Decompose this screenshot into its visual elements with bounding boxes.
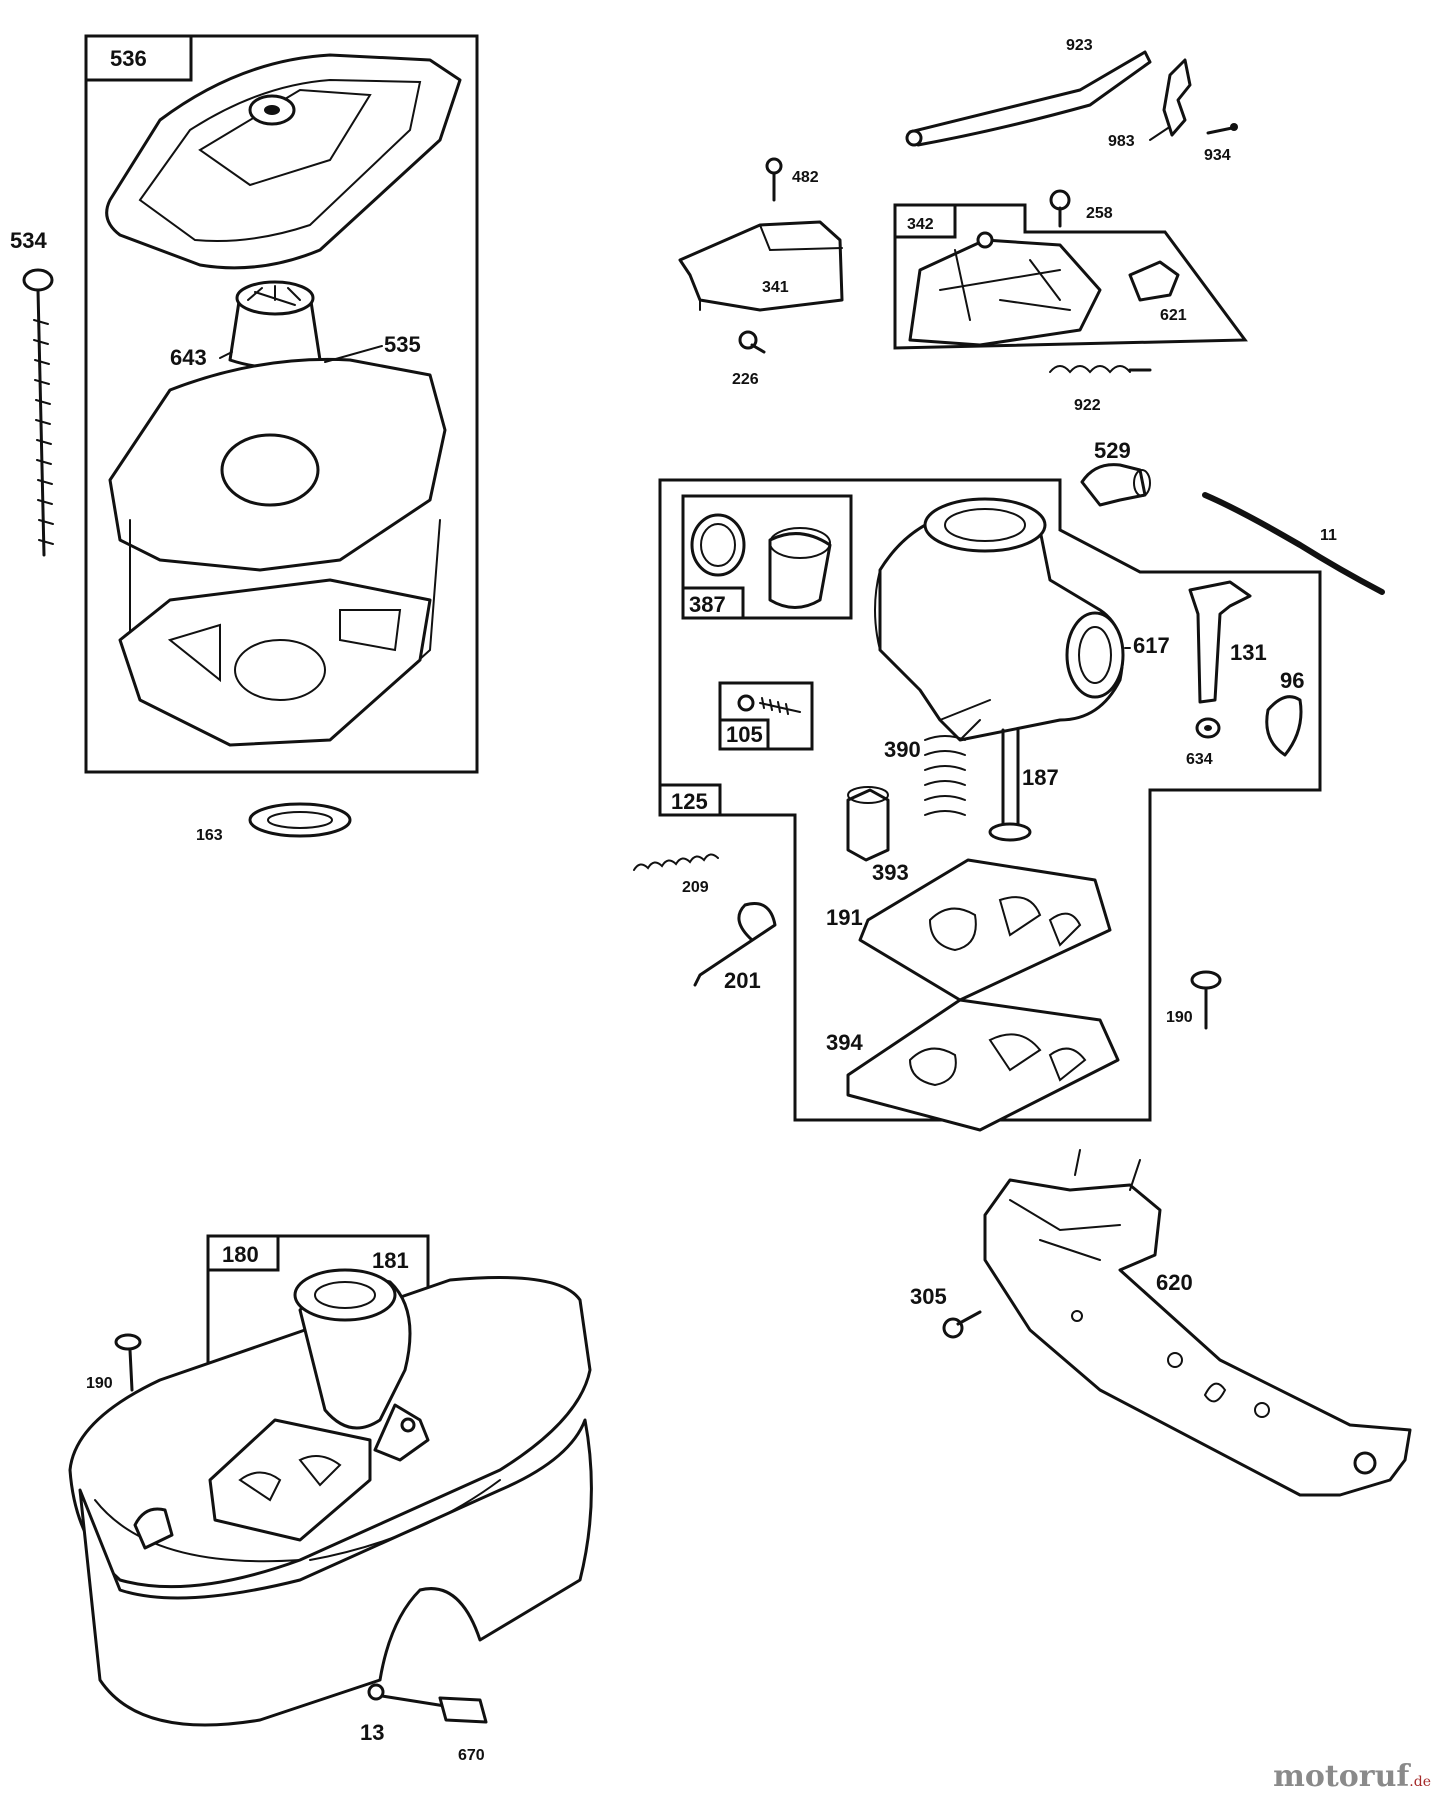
screw-305: 305 [910, 1284, 982, 1339]
kit-box-387 [681, 494, 853, 620]
screw-190-tank: 190 [86, 1333, 142, 1392]
label-105: 105 [726, 722, 763, 747]
filter-element [228, 280, 322, 369]
rod-11: 11 [1202, 492, 1385, 595]
label-390: 390 [884, 737, 921, 762]
kit-label-box-125 [658, 783, 722, 817]
screw-534: 534 [10, 228, 54, 557]
air-cleaner-base [108, 357, 447, 747]
label-617: 617 [1133, 633, 1170, 658]
label-163: 163 [196, 827, 223, 844]
spring-209: 209 [633, 853, 719, 896]
label-393: 393 [872, 860, 909, 885]
label-181: 181 [372, 1248, 409, 1273]
label-634: 634 [1186, 751, 1213, 768]
label-536: 536 [110, 46, 147, 71]
control-bracket-620: 620 [983, 1149, 1412, 1497]
label-643: 643 [170, 345, 207, 370]
label-190-tank: 190 [86, 1375, 113, 1392]
label-394: 394 [826, 1030, 863, 1055]
kit-box-536 [84, 34, 479, 774]
label-387: 387 [689, 592, 726, 617]
carburetor-group: 125 387 617 187 390 393 105 [658, 478, 1322, 1132]
label-305: 305 [910, 1284, 947, 1309]
watermark-logo: motoruf.de [1273, 1759, 1431, 1794]
label-226: 226 [732, 371, 759, 388]
label-131: 131 [1230, 640, 1267, 665]
label-342: 342 [907, 216, 934, 233]
air-cleaner-group: 536 643 535 [84, 34, 479, 774]
label-209: 209 [682, 879, 709, 896]
label-96: 96 [1280, 668, 1304, 693]
kit-label-box-536 [84, 34, 193, 82]
label-11: 11 [1320, 527, 1337, 544]
label-341: 341 [762, 279, 789, 296]
kit-box-342 [893, 203, 1248, 350]
label-190-carb: 190 [1166, 1009, 1193, 1026]
watermark-tld: .de [1409, 1774, 1431, 1790]
label-191: 191 [826, 905, 863, 930]
kit-label-box-342 [893, 203, 957, 239]
screw-190-carb: 190 [1166, 970, 1222, 1030]
label-923: 923 [1066, 37, 1093, 54]
kit-label-box-180 [206, 1234, 280, 1272]
screw-13-fitting-670: 13 670 [360, 1683, 488, 1764]
fuel-tank-group: 180 181 [68, 1234, 593, 1727]
label-670: 670 [458, 1747, 485, 1764]
elbow-529: 529 [1080, 438, 1151, 507]
kit-label-box-387 [681, 586, 745, 620]
kit-label-box-105 [718, 718, 770, 751]
label-529: 529 [1094, 438, 1131, 463]
governor-linkage-group: 923 983 934 482 341 226 342 258 621 [678, 37, 1248, 414]
label-201: 201 [724, 968, 761, 993]
label-258: 258 [1086, 205, 1113, 222]
gasket-163: 163 [196, 802, 352, 844]
label-13: 13 [360, 1720, 384, 1745]
label-180: 180 [222, 1242, 259, 1267]
label-535: 535 [384, 332, 421, 357]
clip-201: 201 [693, 902, 777, 993]
label-922: 922 [1074, 397, 1101, 414]
label-983: 983 [1108, 133, 1135, 150]
label-187: 187 [1022, 765, 1059, 790]
label-534: 534 [10, 228, 47, 253]
watermark-name: motoruf [1273, 1759, 1410, 1794]
label-482: 482 [792, 169, 819, 186]
label-125: 125 [671, 789, 708, 814]
label-620: 620 [1156, 1270, 1193, 1295]
air-cleaner-cover [105, 53, 462, 270]
label-621: 621 [1160, 307, 1187, 324]
kit-box-125 [658, 478, 1322, 1122]
label-934: 934 [1204, 147, 1231, 164]
